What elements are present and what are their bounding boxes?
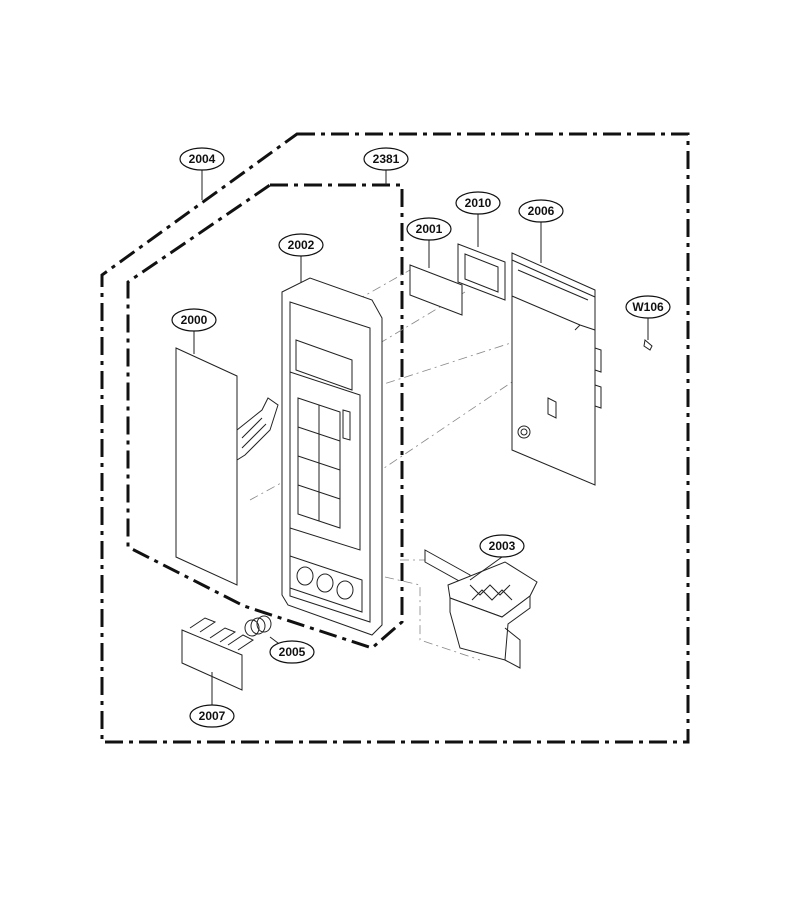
callout-label-2003: 2003 [489, 539, 516, 553]
assembly-boundary-2381 [126, 183, 404, 650]
part-2010-holder [457, 243, 506, 301]
callout-2002: 2002 [278, 233, 324, 257]
part-2003-latch [424, 549, 538, 669]
callout-2010: 2010 [455, 191, 501, 215]
callout-label-2006: 2006 [528, 204, 555, 218]
part-2006-pcb [511, 252, 602, 486]
callout-label-2001: 2001 [416, 222, 443, 236]
callout-label-2004: 2004 [189, 152, 216, 166]
part-2000-key-sheet [175, 347, 279, 586]
callout-2381: 2381 [363, 147, 409, 171]
callout-label-2381: 2381 [373, 152, 400, 166]
callout-2005: 2005 [269, 640, 315, 664]
part-w106-screw [643, 339, 653, 351]
part-2007-button [181, 617, 254, 691]
callout-2006: 2006 [518, 199, 564, 223]
assembly-boundary-2004 [100, 132, 690, 744]
callout-2004: 2004 [179, 147, 225, 171]
part-2002-control-panel [281, 277, 383, 636]
callout-2003: 2003 [479, 534, 525, 558]
callout-2000: 2000 [171, 308, 217, 332]
callout-label-2000: 2000 [181, 313, 208, 327]
callout-label-2005: 2005 [279, 645, 306, 659]
part-2005-spring [244, 615, 272, 637]
callout-2007: 2007 [189, 704, 235, 728]
callout-2001: 2001 [406, 217, 452, 241]
part-2001-window [409, 264, 463, 316]
callout-w106: W106 [625, 295, 671, 319]
callout-label-2010: 2010 [465, 196, 492, 210]
callout-label-2002: 2002 [288, 238, 315, 252]
callout-label-w106: W106 [632, 300, 664, 314]
callout-label-2007: 2007 [199, 709, 226, 723]
leader-lines [193, 170, 649, 705]
